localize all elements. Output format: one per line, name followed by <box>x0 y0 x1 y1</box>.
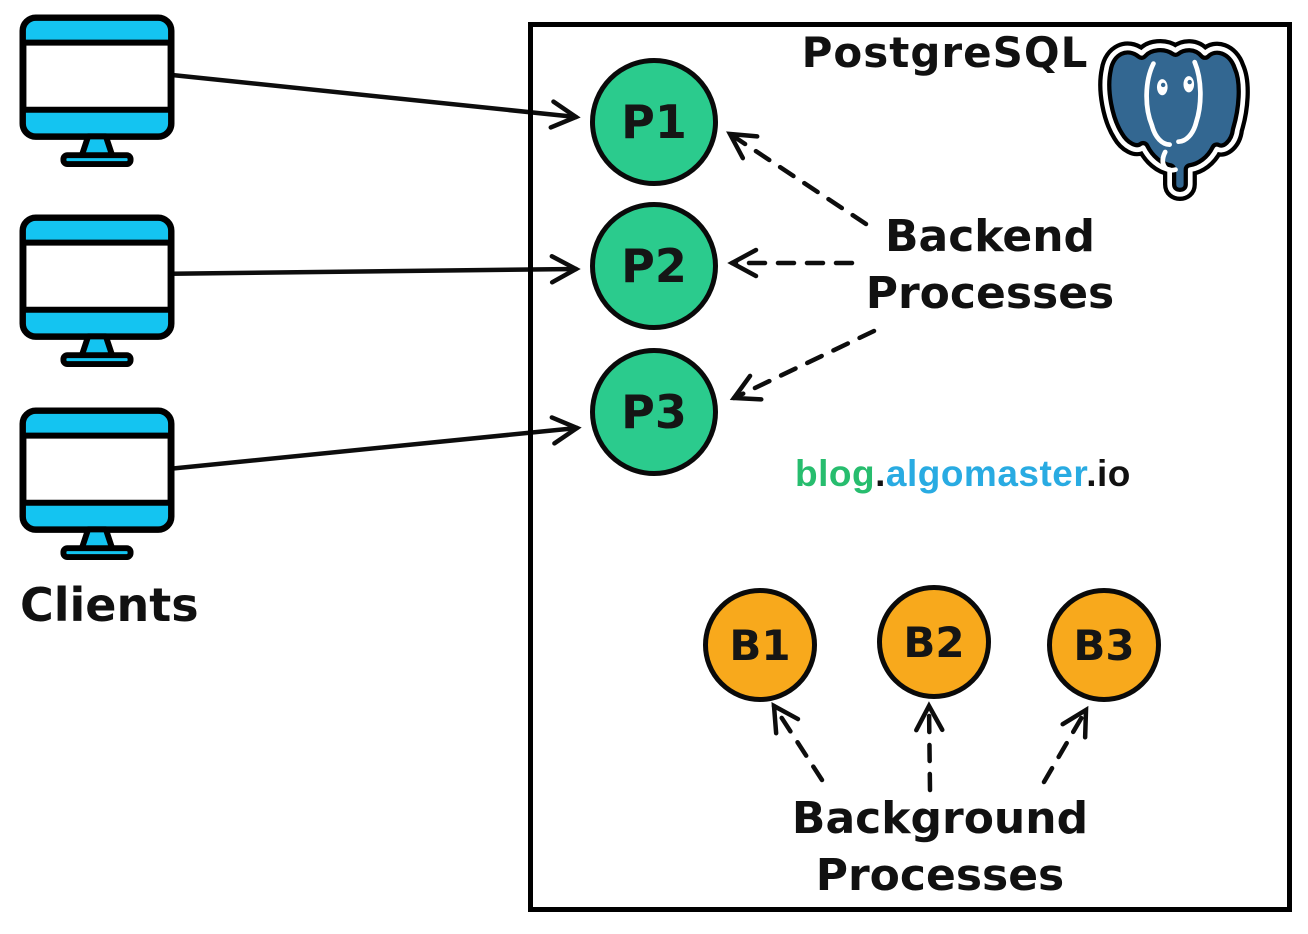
backend-processes-label-line2: Processes <box>865 268 1115 320</box>
arrow-client3-to-p3 <box>145 415 582 474</box>
node-label-b3: B3 <box>1073 620 1135 670</box>
arrow-backend-label-to-p1 <box>726 131 869 227</box>
arrow-backend-label-to-p3 <box>729 328 877 402</box>
client-monitor-icon-3 <box>19 407 175 560</box>
postgresql-box <box>528 22 1292 912</box>
arrow-background-label-to-b3 <box>1041 705 1089 785</box>
background-processes-label-line2: Processes <box>815 850 1065 902</box>
arrow-client2-to-p2 <box>147 254 581 285</box>
watermark-dot: . <box>875 453 886 494</box>
watermark-site: algomaster <box>885 453 1087 494</box>
node-label-b1: B1 <box>729 620 791 670</box>
node-label-b2: B2 <box>903 617 965 667</box>
background-processes-label: Background Processes <box>785 790 1095 904</box>
node-label-p3: P3 <box>621 385 687 439</box>
client-monitor-icon-1 <box>19 14 175 167</box>
client-monitor-icon-2 <box>19 214 175 367</box>
clients-label: Clients <box>20 578 199 632</box>
arrow-client1-to-p1 <box>169 72 581 130</box>
arrow-background-label-to-b1 <box>771 702 825 783</box>
background-process-node-b1: B1 <box>703 588 817 702</box>
background-process-node-b3: B3 <box>1047 588 1161 702</box>
arrow-background-label-to-b2 <box>914 701 945 793</box>
backend-processes-label: Backend Processes <box>835 208 1145 322</box>
backend-process-node-p2: P2 <box>590 202 718 330</box>
watermark: blog.algomaster.io <box>795 453 1130 495</box>
watermark-blog: blog <box>795 453 876 494</box>
background-processes-label-line1: Background <box>791 793 1089 844</box>
postgresql-title: PostgreSQL <box>801 28 1089 77</box>
backend-processes-label-line1: Backend <box>884 211 1096 262</box>
node-label-p1: P1 <box>621 95 687 149</box>
postgresql-elephant-logo-icon <box>1098 39 1250 201</box>
watermark-tld: .io <box>1086 453 1131 494</box>
node-label-p2: P2 <box>621 239 687 293</box>
backend-process-node-p1: P1 <box>590 58 718 186</box>
background-process-node-b2: B2 <box>877 585 991 699</box>
backend-process-node-p3: P3 <box>590 348 718 476</box>
